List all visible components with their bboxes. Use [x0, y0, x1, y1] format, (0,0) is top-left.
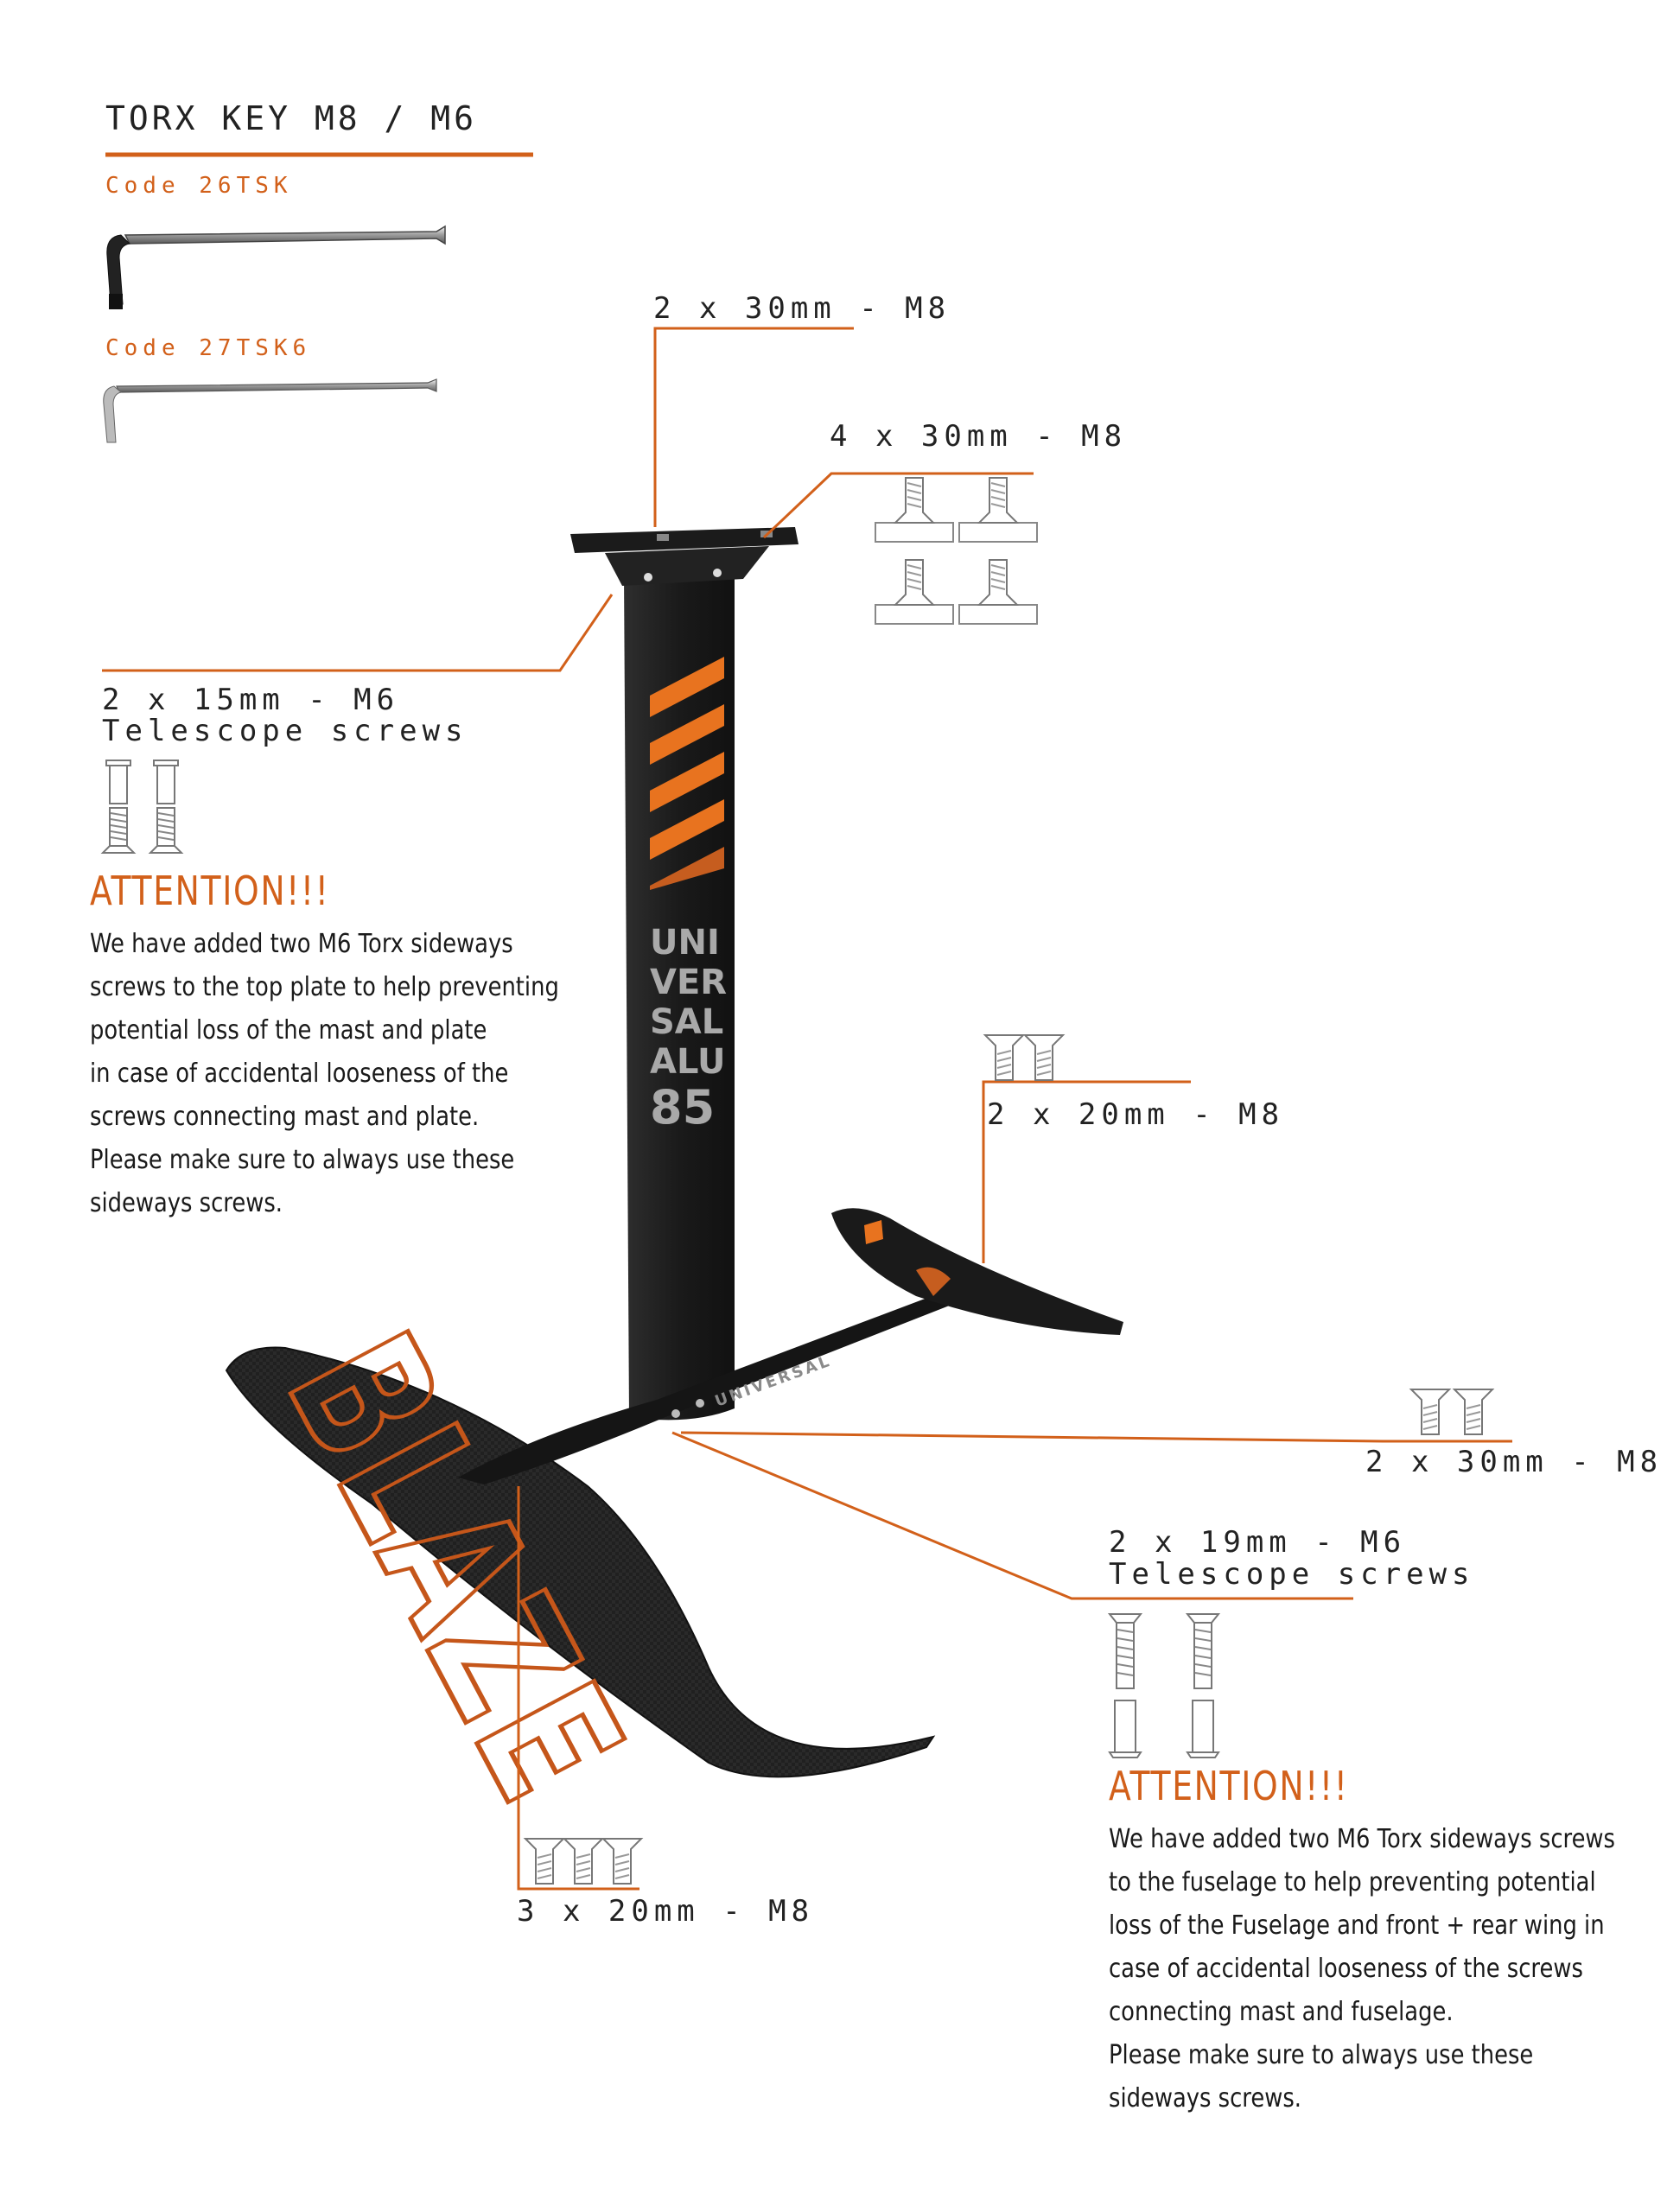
rear-stabilizer [831, 1208, 1123, 1335]
torx-code-27tsk6: Code 27TSK6 [105, 335, 312, 361]
torx-key-26tsk-image [106, 225, 446, 309]
screw-icon-group-stabilizer [984, 1034, 1064, 1081]
screw-icon-group-fuselage-side [1107, 1613, 1221, 1758]
screw-icon-group-top-plate [875, 477, 1038, 625]
mast: UNI VER SAL ALU 85 [624, 562, 735, 1421]
attention-left-text: We have added two M6 Torx sideways screw… [90, 923, 559, 1225]
label-fuselage-mast: 2 x 30mm - M8 [1365, 1445, 1664, 1479]
attention-left-line: potential loss of the mast and plate [90, 1015, 487, 1046]
screw-icon-group-fuselage-mast [1410, 1389, 1493, 1435]
mast-text-line: UNI [650, 923, 720, 963]
label-top-plate-center: 2 x 30mm - M8 [653, 291, 951, 326]
mast-text-line: VER [650, 963, 727, 1002]
attention-left-line: in case of accidental looseness of the [90, 1058, 509, 1089]
attention-right-text: We have added two M6 Torx sideways screw… [1109, 1818, 1615, 2120]
attention-right-line: loss of the Fuselage and front + rear wi… [1109, 1910, 1605, 1941]
top-plate [570, 527, 799, 586]
attention-left-line: screws connecting mast and plate. [90, 1102, 480, 1132]
label-front-wing: 3 x 20mm - M8 [517, 1894, 815, 1929]
label-mast-side-line1: 2 x 15mm - M6 [102, 683, 400, 717]
mast-text-line: ALU [650, 1042, 726, 1082]
attention-right-line: We have added two M6 Torx sideways screw… [1109, 1824, 1615, 1854]
mast-model-text: UNI VER SAL ALU 85 [650, 923, 727, 1135]
front-wing: BLAZE [225, 1302, 936, 1838]
attention-left-line: sideways screws. [90, 1188, 283, 1218]
attention-right-line: to the fuselage to help preventing poten… [1109, 1867, 1596, 1897]
label-fuselage-side-line1: 2 x 19mm - M6 [1109, 1525, 1407, 1560]
attention-right-line: Please make sure to always use these [1109, 2040, 1534, 2070]
attention-left-line: Please make sure to always use these [90, 1145, 515, 1175]
leader-top-plate-center [653, 327, 854, 527]
attention-right-line: connecting mast and fuselage. [1109, 1997, 1454, 2027]
attention-left-heading: ATTENTION!!! [90, 868, 330, 914]
label-fuselage-side-line2: Telescope screws [1109, 1557, 1475, 1592]
attention-left-line: screws to the top plate to help preventi… [90, 972, 559, 1002]
attention-right-line: case of accidental looseness of the scre… [1109, 1954, 1583, 1984]
mast-text-line: SAL [650, 1002, 723, 1042]
screw-icon-group-front-wing [525, 1838, 642, 1885]
leader-lines [102, 327, 1512, 1891]
attention-right-line: sideways screws. [1109, 2083, 1301, 2113]
screw-icon-group-mast-side [102, 760, 182, 854]
label-top-plate-corners: 4 x 30mm - M8 [830, 419, 1128, 454]
label-mast-side-line2: Telescope screws [102, 714, 468, 748]
label-stabilizer: 2 x 20mm - M8 [987, 1097, 1285, 1132]
mast-text-line: 85 [650, 1080, 715, 1135]
torx-title: TORX KEY M8 / M6 [105, 99, 478, 137]
attention-right-heading: ATTENTION!!! [1109, 1763, 1349, 1809]
torx-key-27tsk6-image [103, 378, 437, 443]
torx-code-26tsk: Code 26TSK [105, 173, 293, 199]
attention-left-line: We have added two M6 Torx sideways [90, 929, 513, 959]
